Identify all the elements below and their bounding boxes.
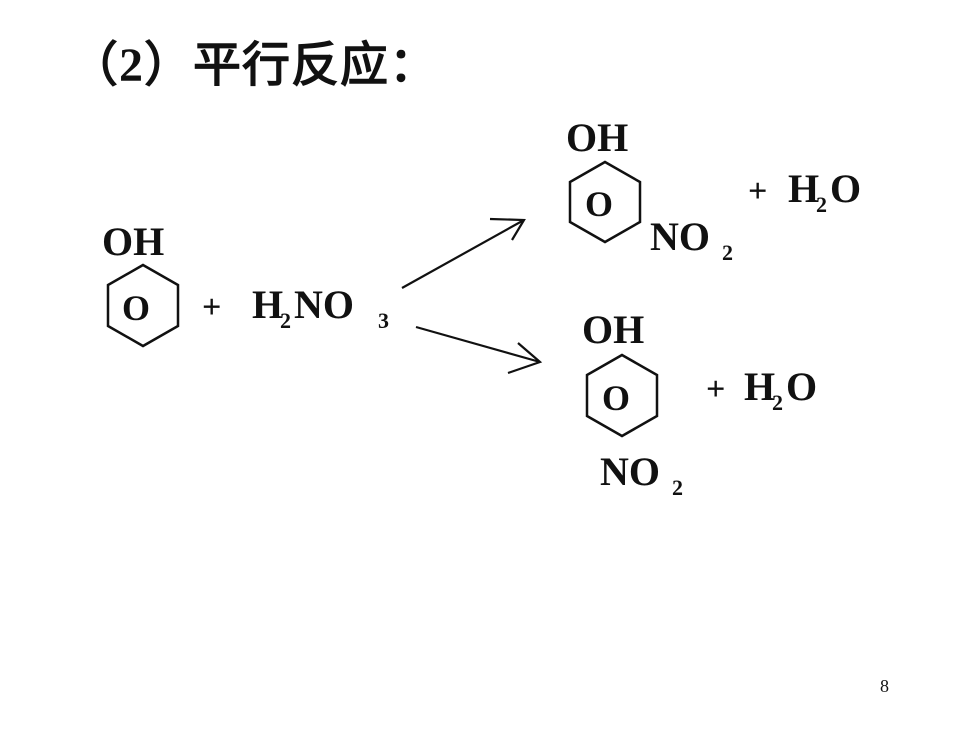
arrow-to-para — [415, 325, 543, 375]
ortho-no2-label: NO — [650, 214, 710, 259]
ortho-plus-sign: + — [748, 173, 767, 210]
para-water-sub: 2 — [772, 390, 783, 415]
ortho-no2-sub: 2 — [722, 240, 733, 265]
para-plus-sign: + — [706, 371, 725, 408]
nitric-acid-sub-2: 2 — [280, 308, 291, 333]
page-number: 8 — [880, 676, 889, 696]
reactant-oh-label: OH — [102, 219, 164, 264]
para-oh-label: OH — [582, 307, 644, 352]
para-no2-label: NO — [600, 449, 660, 494]
para-no2-sub: 2 — [672, 475, 683, 500]
reactant-phenol: OH O — [102, 219, 180, 348]
para-ring-label: O — [602, 378, 630, 418]
ortho-ring-label: O — [585, 184, 613, 224]
product-ortho-nitrophenol: OH O NO 2 — [566, 115, 733, 265]
reactant-ring-label: O — [122, 288, 150, 328]
para-water-o: O — [786, 364, 817, 409]
para-water-h: H — [744, 364, 775, 409]
ortho-benzene-ring — [568, 160, 642, 244]
ortho-oh-label: OH — [566, 115, 628, 160]
product-para-nitrophenol: OH O NO 2 — [582, 307, 683, 500]
arrow-to-ortho — [401, 217, 526, 289]
ortho-water-h: H — [788, 166, 819, 211]
reactant-benzene-ring — [106, 263, 180, 348]
nitric-acid-formula: H 2 NO 3 — [252, 282, 389, 333]
ortho-water-o: O — [830, 166, 861, 211]
ortho-water-term: + H 2 O — [748, 166, 861, 217]
slide-title: （2）平行反应： — [70, 39, 439, 92]
nitric-acid-no: NO — [294, 282, 354, 327]
nitric-acid-h: H — [252, 282, 283, 327]
para-benzene-ring — [585, 353, 659, 438]
para-water-term: + H 2 O — [706, 364, 817, 415]
reactant-plus-sign: + — [202, 289, 221, 326]
ortho-water-sub: 2 — [816, 192, 827, 217]
nitric-acid-sub-3: 3 — [378, 308, 389, 333]
